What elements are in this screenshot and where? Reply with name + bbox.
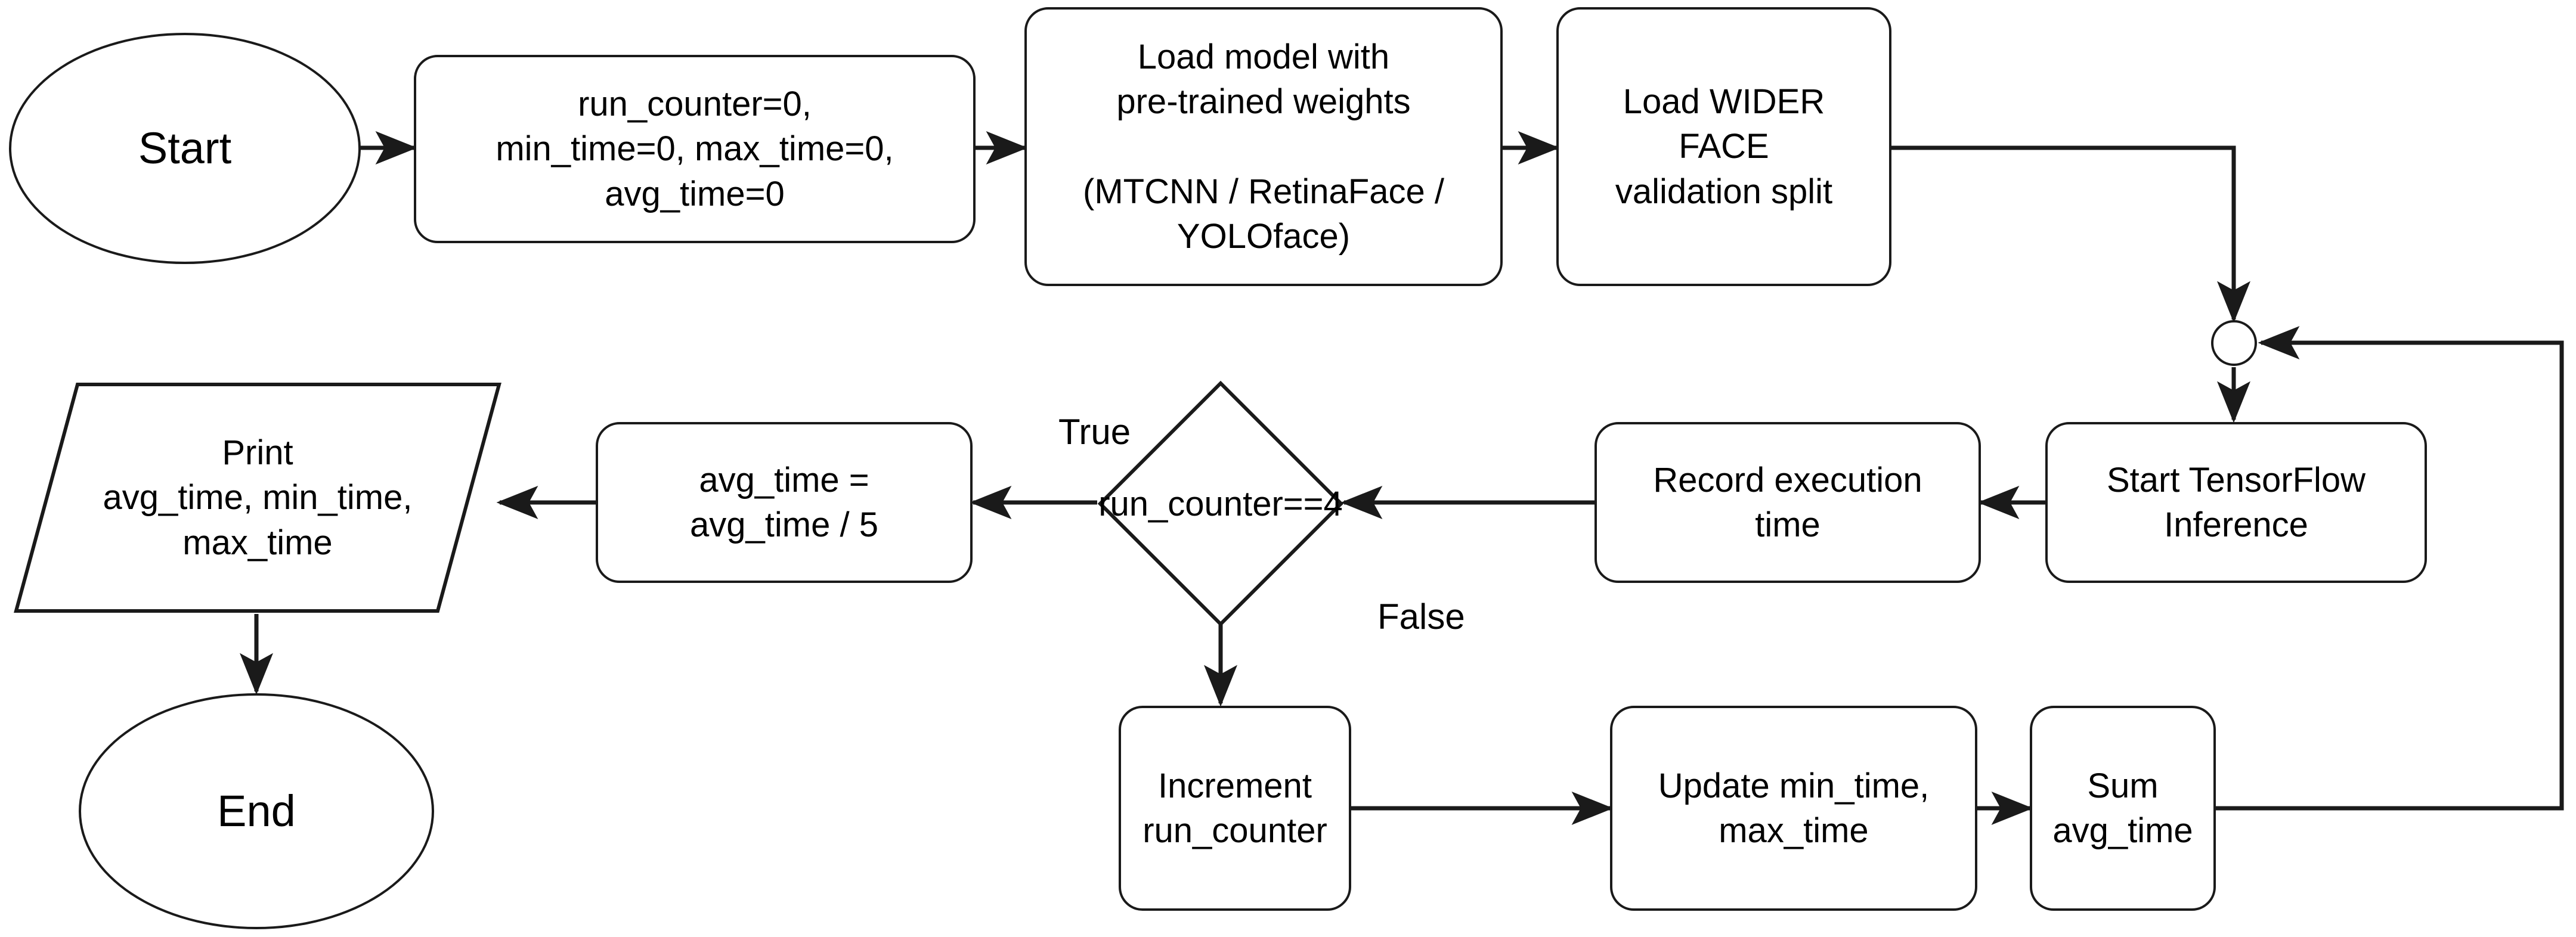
node-update-minmax-label: Update min_time, max_time (1658, 766, 1930, 850)
node-sum-avg-label: Sum avg_time (2052, 766, 2193, 850)
node-start-inference[interactable]: Start TensorFlow Inference (2045, 422, 2427, 583)
node-sum-avg[interactable]: Sum avg_time (2030, 706, 2216, 911)
edge-loaddata-junction (1890, 145, 2250, 323)
node-decision-label: run_counter==4 (1098, 484, 1343, 523)
node-init[interactable]: run_counter=0, min_time=0, max_time=0, a… (414, 55, 976, 243)
node-load-dataset-label: Load WIDER FACE validation split (1615, 82, 1833, 211)
node-loop-junction-connector[interactable] (2211, 320, 2257, 366)
edge-label-false: False (1377, 597, 1465, 637)
node-update-minmax[interactable]: Update min_time, max_time (1610, 706, 1977, 911)
node-load-model[interactable]: Load model with pre-trained weights (MTC… (1024, 7, 1503, 286)
print-parallelogram-shape (14, 383, 501, 613)
node-load-model-label: Load model with pre-trained weights (MTC… (1083, 37, 1444, 256)
edge-sum-junction (2216, 326, 2564, 811)
node-record-time-label: Record execution time (1653, 460, 1922, 544)
decision-diamond-shape (1097, 380, 1344, 627)
node-start-inference-label: Start TensorFlow Inference (2106, 460, 2366, 544)
node-init-label: run_counter=0, min_time=0, max_time=0, a… (496, 84, 894, 213)
node-print-label: Print avg_time, min_time, max_time (103, 433, 413, 562)
node-increment-counter[interactable]: Increment run_counter (1119, 706, 1351, 911)
node-avg-time[interactable]: avg_time = avg_time / 5 (596, 422, 973, 583)
node-increment-counter-label: Increment run_counter (1143, 766, 1327, 850)
node-start-label: Start (138, 123, 232, 173)
node-record-time[interactable]: Record execution time (1594, 422, 1981, 583)
edge-label-true: True (1058, 412, 1131, 452)
node-end-label: End (217, 786, 296, 836)
node-print[interactable]: Print avg_time, min_time, max_time (13, 381, 502, 614)
node-end[interactable]: End (79, 693, 434, 929)
node-avg-time-label: avg_time = avg_time / 5 (690, 460, 878, 544)
node-start[interactable]: Start (9, 33, 361, 264)
node-load-dataset[interactable]: Load WIDER FACE validation split (1556, 7, 1891, 286)
node-decision[interactable]: run_counter==4 (1097, 380, 1344, 627)
